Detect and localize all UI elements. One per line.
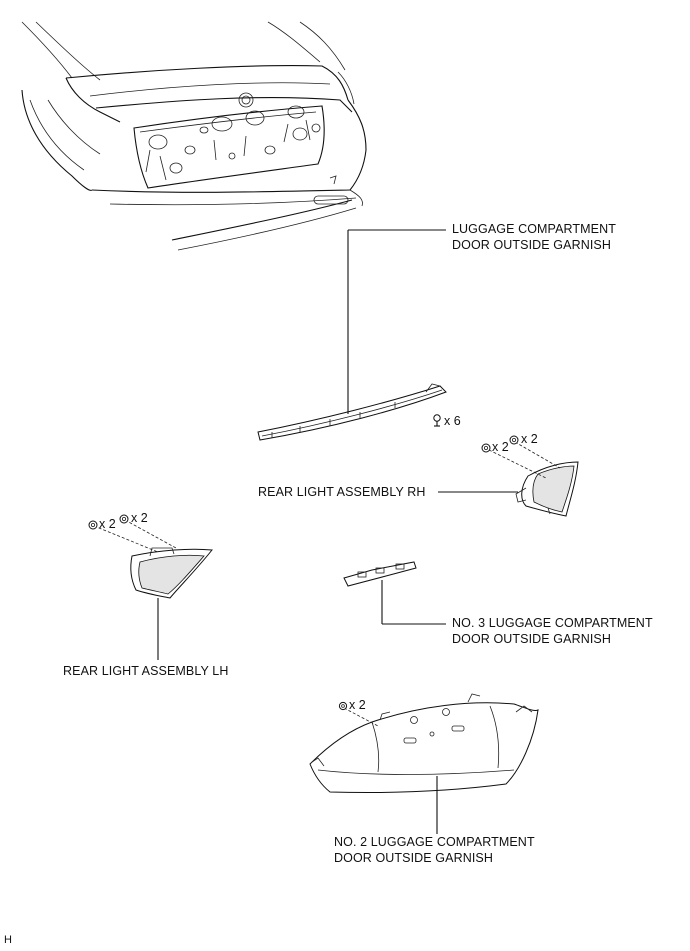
rear-light-lh-part	[130, 547, 213, 599]
label-line: NO. 3 LUGGAGE COMPARTMENT	[452, 616, 653, 630]
label-line: DOOR OUTSIDE GARNISH	[452, 238, 611, 252]
no2-garnish-label: NO. 2 LUGGAGE COMPARTMENT DOOR OUTSIDE G…	[334, 834, 535, 866]
rh-nut-quantity-b: x 2	[521, 432, 538, 446]
nut-icon	[119, 514, 129, 524]
label-line: DOOR OUTSIDE GARNISH	[452, 632, 611, 646]
luggage-garnish-label: LUGGAGE COMPARTMENT DOOR OUTSIDE GARNISH	[452, 221, 616, 253]
no3-garnish-label: NO. 3 LUGGAGE COMPARTMENT DOOR OUTSIDE G…	[452, 615, 653, 647]
lh-nut-quantity-a: x 2	[99, 517, 116, 531]
nut-icon	[88, 520, 98, 530]
rh-nut-quantity-a: x 2	[492, 440, 509, 454]
clip-icon	[338, 701, 348, 711]
nut-icon	[509, 435, 519, 445]
vehicle-rear-outline	[21, 21, 367, 251]
garnish-clip-quantity: x 6	[444, 414, 461, 428]
luggage-garnish-part	[257, 383, 447, 441]
rear-light-rh-part	[515, 461, 579, 517]
label-line: DOOR OUTSIDE GARNISH	[334, 851, 493, 865]
rear-light-lh-label: REAR LIGHT ASSEMBLY LH	[63, 664, 229, 678]
no2-garnish-part	[309, 693, 539, 794]
label-line: NO. 2 LUGGAGE COMPARTMENT	[334, 835, 535, 849]
corner-code: H	[4, 934, 12, 946]
nut-icon	[481, 443, 491, 453]
no2-clip-quantity: x 2	[349, 698, 366, 712]
rear-light-rh-label: REAR LIGHT ASSEMBLY RH	[258, 485, 426, 499]
clip-icon	[433, 414, 441, 427]
lh-nut-quantity-b: x 2	[131, 511, 148, 525]
no3-garnish-part	[343, 561, 417, 587]
label-line: LUGGAGE COMPARTMENT	[452, 222, 616, 236]
